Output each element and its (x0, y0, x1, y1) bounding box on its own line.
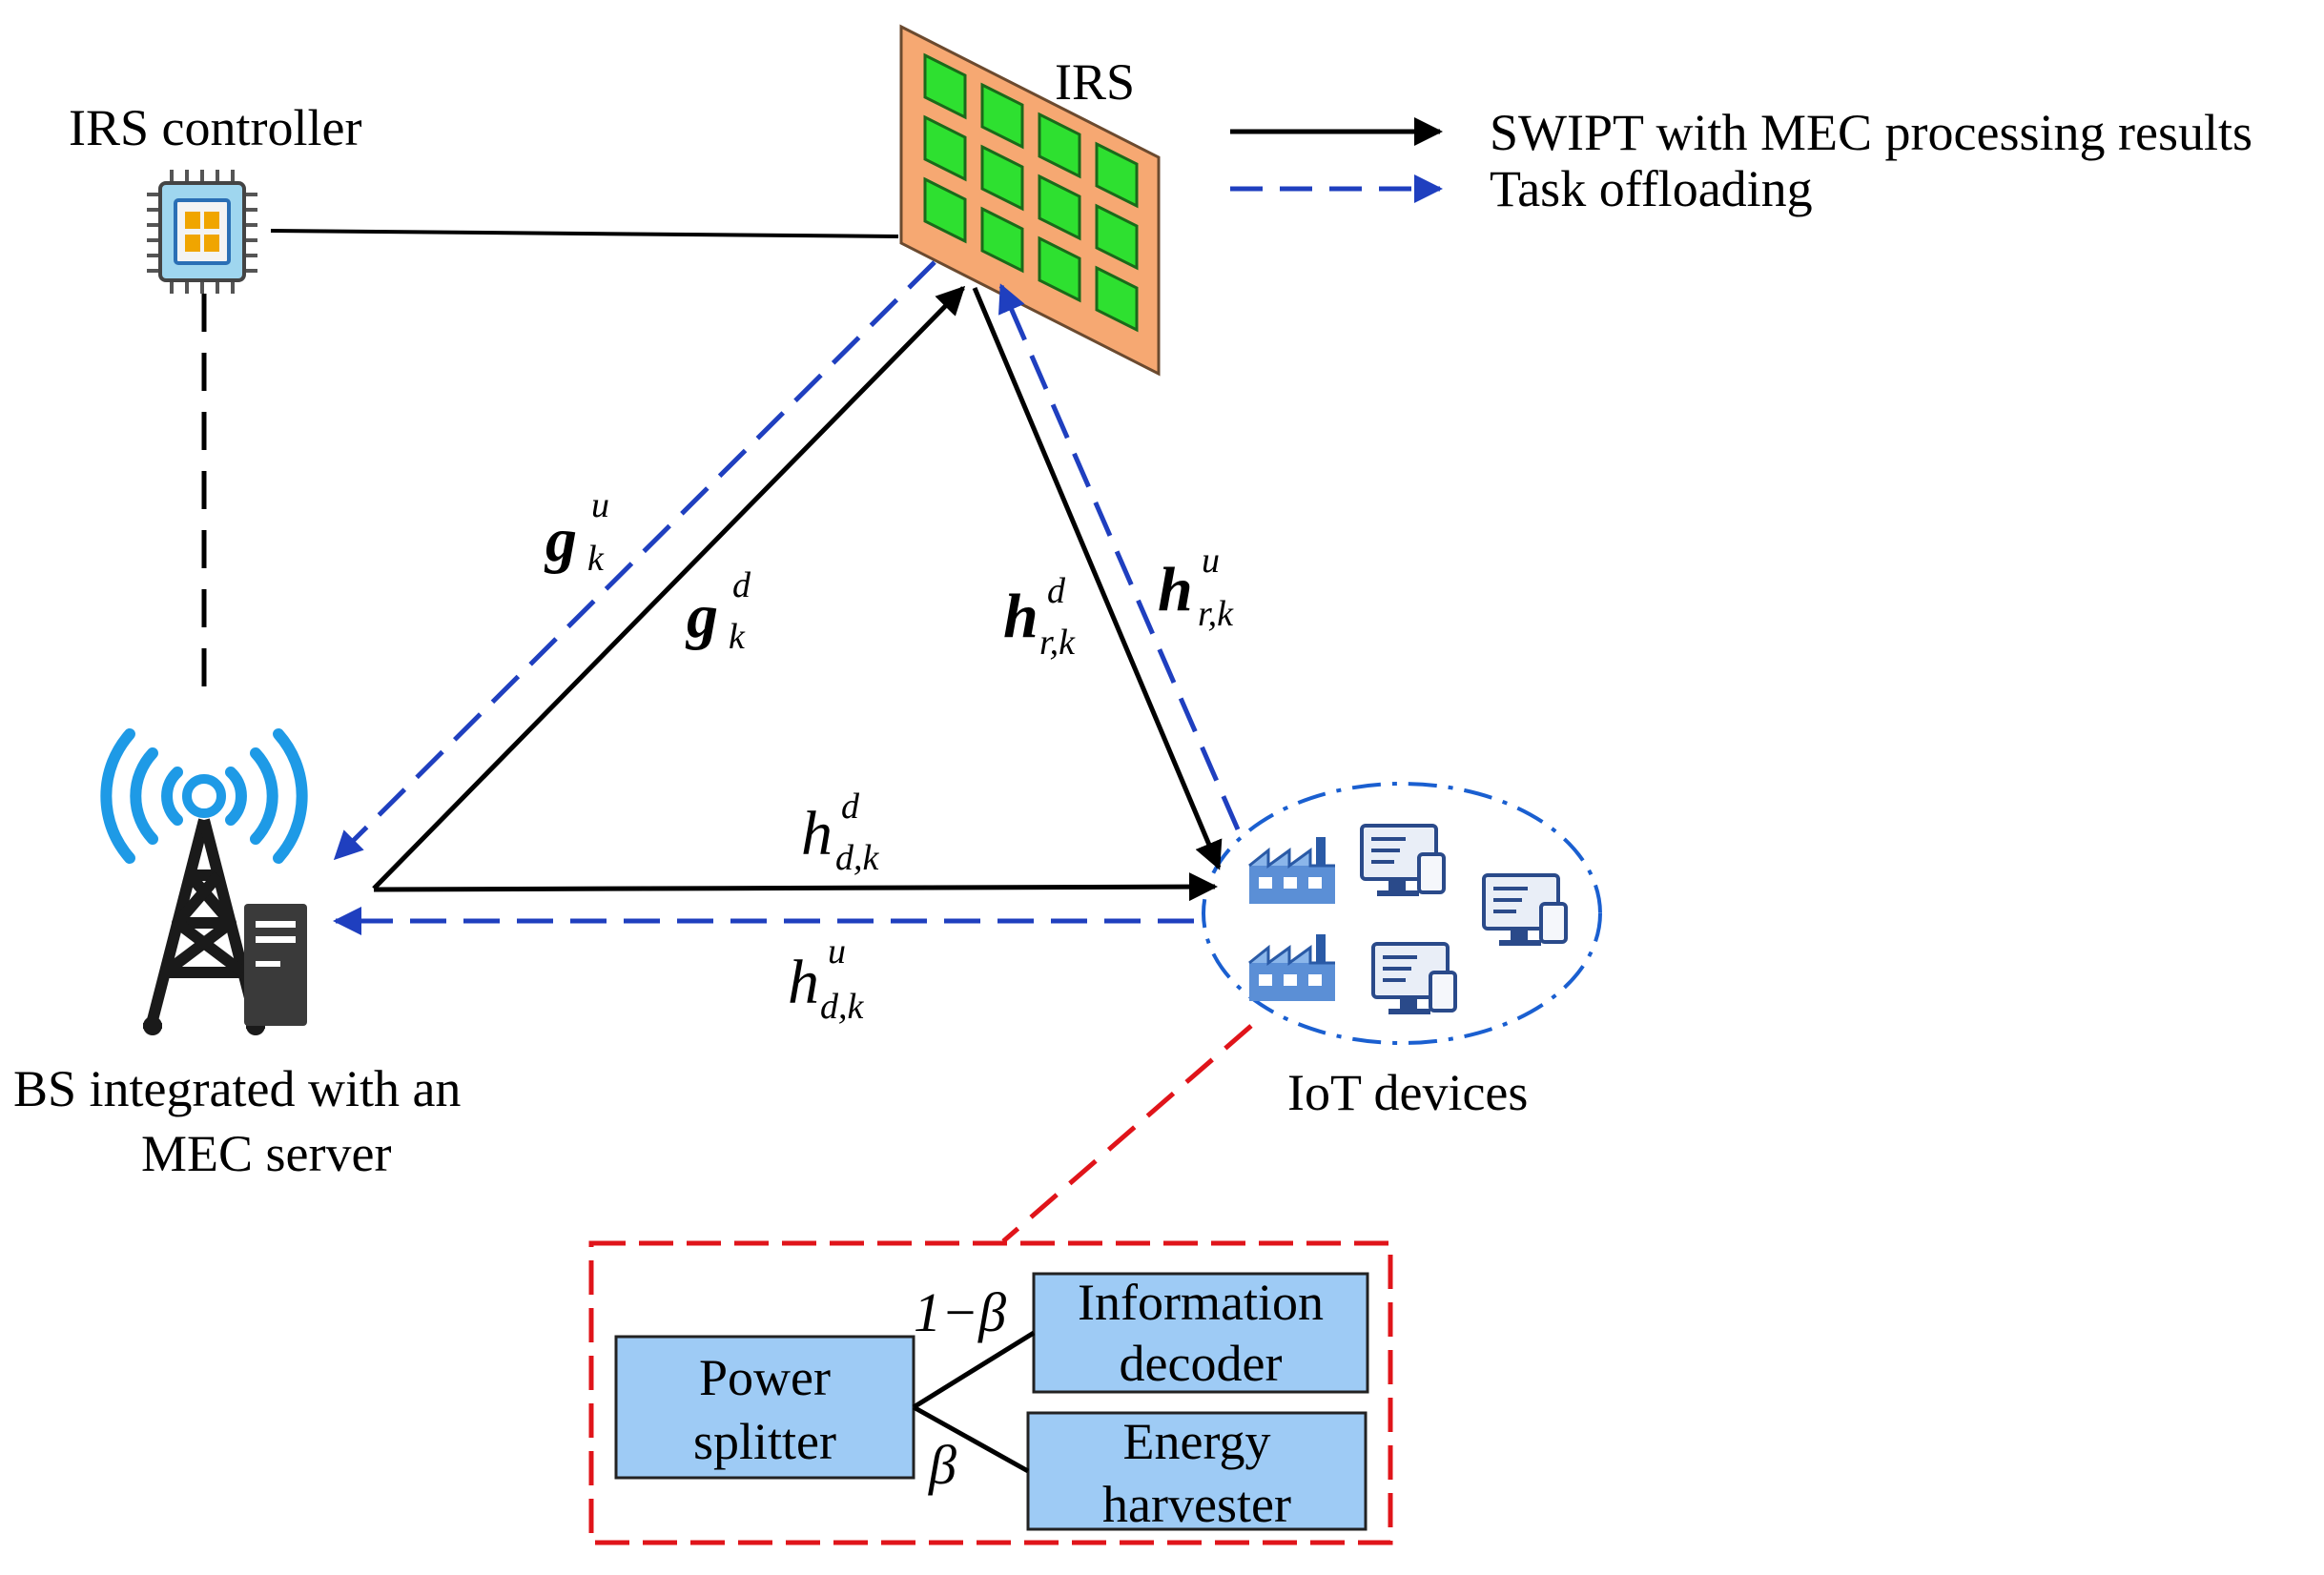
iot-label: IoT devices (1287, 1064, 1528, 1121)
svg-text:d,k: d,k (820, 987, 865, 1027)
svg-text:d: d (732, 565, 751, 605)
channel-hd-uplink: h u d,k (788, 931, 865, 1027)
svg-text:g: g (685, 582, 718, 651)
controller-irs-link (270, 229, 899, 238)
power-splitter-line2: splitter (693, 1413, 836, 1470)
channel-hr-downlink: h d r,k (1003, 571, 1076, 663)
chip-icon (147, 170, 257, 294)
power-splitter-line1: Power (699, 1349, 831, 1406)
svg-text:r,k: r,k (1198, 594, 1234, 634)
energy-harvester-line2: harvester (1102, 1476, 1291, 1533)
irs-elements (923, 52, 1139, 333)
svg-text:u: u (1202, 541, 1220, 581)
bs-label-line1: BS integrated with an (13, 1060, 461, 1117)
svg-text:g: g (544, 505, 577, 575)
computer-icon (1360, 824, 1446, 896)
information-decoder-box (1032, 1272, 1369, 1394)
irs-to-iot-solid-link (972, 287, 1223, 870)
irs-controller-label: IRS controller (69, 99, 361, 156)
svg-text:h: h (788, 948, 819, 1017)
iot-cluster (1202, 782, 1602, 1045)
receiver-zoom-connector (1001, 1024, 1253, 1243)
channel-g-uplink: g u k (544, 485, 609, 579)
svg-text:h: h (1158, 555, 1193, 624)
bs-to-irs-solid-link (372, 285, 966, 890)
legend: SWIPT with MEC processing results Task o… (1230, 104, 2252, 217)
bs-to-iot-solid-link (373, 872, 1218, 902)
factory-icon (1248, 934, 1335, 1001)
svg-text:u: u (591, 485, 609, 525)
computer-icon (1482, 873, 1568, 946)
svg-text:h: h (801, 799, 833, 869)
bs-label-line2: MEC server (141, 1125, 391, 1182)
irs-label: IRS (1055, 53, 1135, 111)
channel-g-downlink: g d k (685, 565, 751, 657)
energy-harvester-line1: Energy (1123, 1413, 1271, 1470)
irs-controller: IRS controller (69, 99, 361, 294)
computer-icon (1371, 942, 1457, 1014)
iot-boundary (1202, 782, 1602, 1045)
receiver-structure: Power splitter Information decoder Energ… (588, 1240, 1393, 1545)
receiver-boundary (588, 1240, 1393, 1545)
irs-panel: IRS (899, 24, 1161, 377)
legend-solid-label: SWIPT with MEC processing results (1490, 104, 2252, 161)
svg-text:d: d (1047, 571, 1066, 611)
info-ratio-label: 1−β (914, 1281, 1006, 1343)
energy-ratio-label: β (928, 1434, 956, 1496)
factory-icon (1248, 837, 1335, 904)
information-decoder-line2: decoder (1120, 1335, 1283, 1392)
svg-text:r,k: r,k (1039, 623, 1076, 663)
legend-dashed-label: Task offloading (1490, 160, 1813, 217)
channel-hr-uplink: h u r,k (1158, 541, 1234, 634)
irs-to-bs-offload-link (333, 260, 936, 861)
power-splitter-box (614, 1335, 915, 1480)
svg-text:d: d (841, 787, 860, 827)
splitter-to-harvester-branch (912, 1404, 1030, 1474)
splitter-to-decoder-branch (912, 1330, 1036, 1410)
bs-tower-icon (100, 728, 308, 1035)
server-icon (244, 904, 307, 1026)
svg-text:k: k (587, 539, 605, 579)
svg-text:h: h (1003, 582, 1039, 651)
iot-to-irs-offload-link (998, 283, 1241, 830)
channel-hd-downlink: h d d,k (801, 787, 880, 878)
svg-text:k: k (729, 617, 746, 657)
svg-text:d,k: d,k (835, 838, 880, 878)
information-decoder-line1: Information (1078, 1274, 1324, 1331)
svg-text:u: u (828, 931, 846, 972)
